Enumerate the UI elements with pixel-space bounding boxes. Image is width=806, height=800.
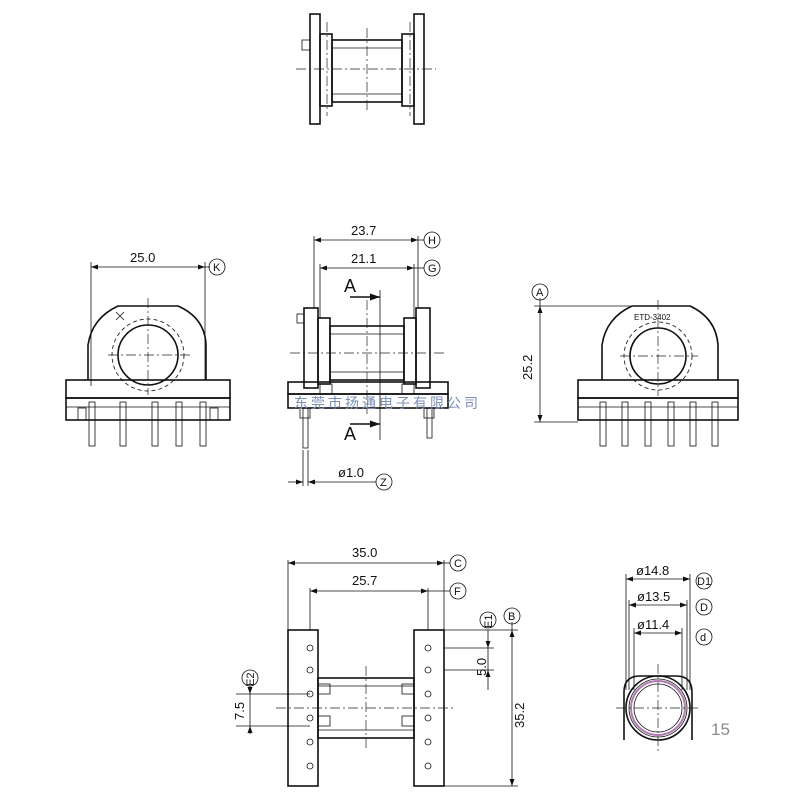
ref-h: H (428, 235, 436, 247)
ref-z: Z (380, 477, 387, 489)
bottom-right-pins (401, 644, 432, 770)
ref-d1: D1 (697, 576, 711, 588)
ref-f: F (454, 586, 461, 598)
dim-35-0: 35.0 (352, 545, 377, 560)
section-marker-bottom: A (344, 424, 356, 444)
dim-inner-dia: ø11.4 (637, 617, 669, 632)
ref-b: B (508, 611, 515, 623)
dim-35-2: 35.2 (512, 703, 527, 728)
top-view (296, 13, 436, 125)
dim-23-7: 23.7 (351, 223, 376, 238)
ref-e2: E2 (245, 673, 257, 686)
dim-outer-dia: ø13.5 (637, 589, 670, 604)
section-marker-top: A (344, 276, 356, 296)
ref-k: K (213, 262, 221, 274)
dim-pin-dia: ø1.0 (338, 465, 364, 480)
ref-d: D (700, 602, 708, 614)
bottom-left-pins (306, 644, 331, 770)
ref-a: A (536, 287, 544, 299)
dim-21-1: 21.1 (351, 251, 376, 266)
dim-25-7: 25.7 (352, 573, 377, 588)
dim-5-0: 5.0 (474, 658, 489, 676)
bottom-view: 35.0 C 25.7 F 35.2 B 5.0 E1 (232, 545, 527, 787)
ref-g: G (428, 263, 437, 275)
dim-7-5: 7.5 (232, 702, 247, 720)
left-end-view: 25.0 K (65, 250, 231, 447)
dim-25-0: 25.0 (130, 250, 155, 265)
dim-flange-dia: ø14.8 (636, 563, 669, 578)
left-view-pins (88, 401, 207, 447)
ref-e1: E1 (483, 615, 495, 628)
page-number: 15 (711, 720, 730, 739)
part-marking: ETD-3402 (634, 313, 671, 322)
ref-d-small: d (700, 632, 706, 644)
dim-25-2: 25.2 (520, 355, 535, 380)
ref-c: C (454, 558, 462, 570)
round-section-view: ø14.8 D1 ø13.5 D ø11.4 d (616, 563, 713, 752)
center-side-view: A A 23.7 H 21.1 G ø1.0 Z (287, 223, 449, 491)
company-watermark: 东莞市扬通电子有限公司 (294, 395, 481, 412)
right-view-pins (599, 401, 719, 447)
right-end-view: ETD-3402 25.2 A (520, 283, 739, 447)
